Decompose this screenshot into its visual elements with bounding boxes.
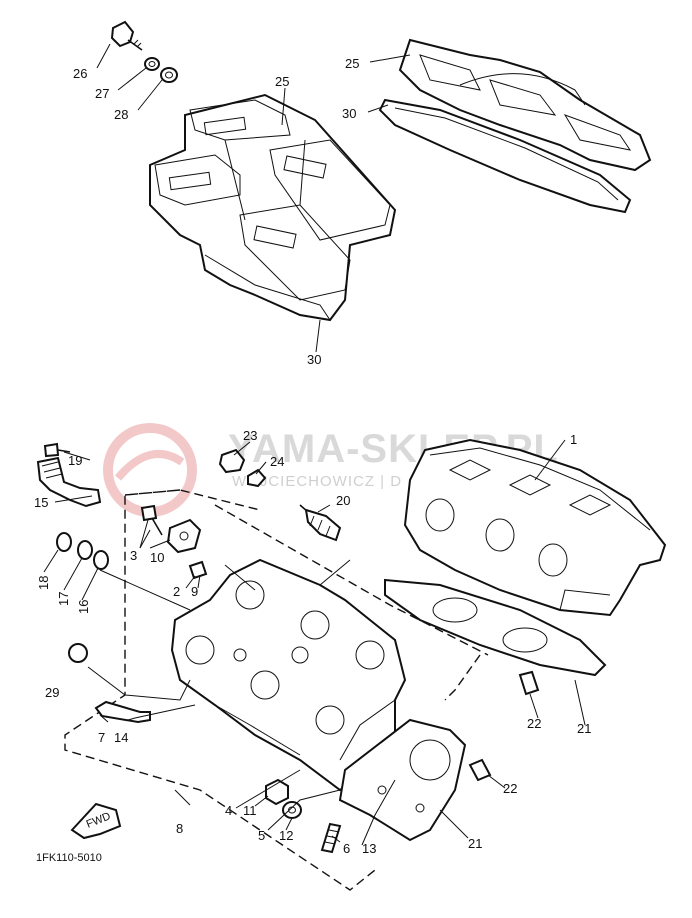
callout-16: 16	[76, 600, 91, 614]
callout-17: 17	[56, 592, 71, 606]
o-ring-16	[93, 550, 109, 570]
washer-27	[144, 57, 160, 71]
cylinder-head-1	[403, 438, 667, 617]
head-cover-front	[149, 93, 397, 322]
leader-lines	[43, 43, 586, 846]
callout-19: 19	[68, 453, 82, 468]
callout-13: 13	[362, 841, 376, 856]
diagram-code: 1FK110-5010	[36, 852, 102, 864]
callouts: 1 2 3 4 5 6 7 8 9 10 11 12 13 14 15 16 1…	[34, 56, 591, 856]
callout-21-front: 21	[468, 836, 482, 851]
callout-10: 10	[150, 550, 164, 565]
callout-5: 5	[258, 828, 265, 843]
callout-25-front: 25	[275, 74, 289, 89]
callout-22-lower: 22	[503, 781, 517, 796]
head-gasket-front	[338, 718, 467, 842]
callout-6: 6	[343, 841, 350, 856]
callout-24: 24	[270, 454, 284, 469]
watermark-sub: WOJCIECHOWICZ | D	[232, 473, 402, 490]
callout-12: 12	[279, 828, 293, 843]
callout-8: 8	[176, 821, 183, 836]
callout-30-front: 30	[307, 352, 321, 367]
callout-2: 2	[173, 584, 180, 599]
washer-24	[247, 468, 267, 488]
callout-25-rear: 25	[345, 56, 359, 71]
o-ring-17	[77, 540, 93, 560]
dowel-pin-22-lower	[468, 758, 492, 782]
callout-1: 1	[570, 432, 577, 447]
stud-6	[320, 822, 342, 854]
callout-20: 20	[336, 493, 350, 508]
washer-28	[160, 67, 178, 83]
callout-21-right: 21	[577, 721, 591, 736]
callout-15: 15	[34, 495, 48, 510]
callout-22-upper: 22	[527, 716, 541, 731]
plug-23	[218, 448, 246, 474]
callout-26: 26	[73, 66, 87, 81]
washer-12	[282, 801, 302, 819]
pipe-15	[36, 456, 102, 508]
cylinder-head-front	[170, 558, 407, 792]
spark-plug-20	[299, 504, 342, 542]
callout-18: 18	[36, 576, 51, 590]
head-gasket-right	[384, 578, 607, 677]
group-outline	[64, 489, 481, 891]
callout-4: 4	[225, 803, 232, 818]
head-cover-rear	[378, 38, 652, 214]
callout-28: 28	[114, 107, 128, 122]
cap-29	[68, 643, 88, 663]
oil-plug-19	[43, 442, 71, 458]
valve-guide-14	[94, 700, 151, 724]
callout-27: 27	[95, 86, 109, 101]
callout-30-rear: 30	[342, 106, 356, 121]
callout-7: 7	[98, 730, 105, 745]
callout-3: 3	[130, 548, 137, 563]
callout-29: 29	[45, 685, 59, 700]
bolt-10	[140, 504, 163, 536]
callout-23: 23	[243, 428, 257, 443]
callout-11: 11	[243, 803, 257, 818]
plate-10	[166, 518, 202, 554]
cap-9	[188, 560, 208, 580]
callout-9: 9	[191, 584, 198, 599]
fwd-arrow-icon: FWD	[70, 802, 122, 840]
callout-14: 14	[114, 730, 128, 745]
dowel-pin-22-upper	[518, 670, 540, 696]
bolt-26	[110, 20, 143, 51]
o-ring-18	[56, 532, 72, 552]
